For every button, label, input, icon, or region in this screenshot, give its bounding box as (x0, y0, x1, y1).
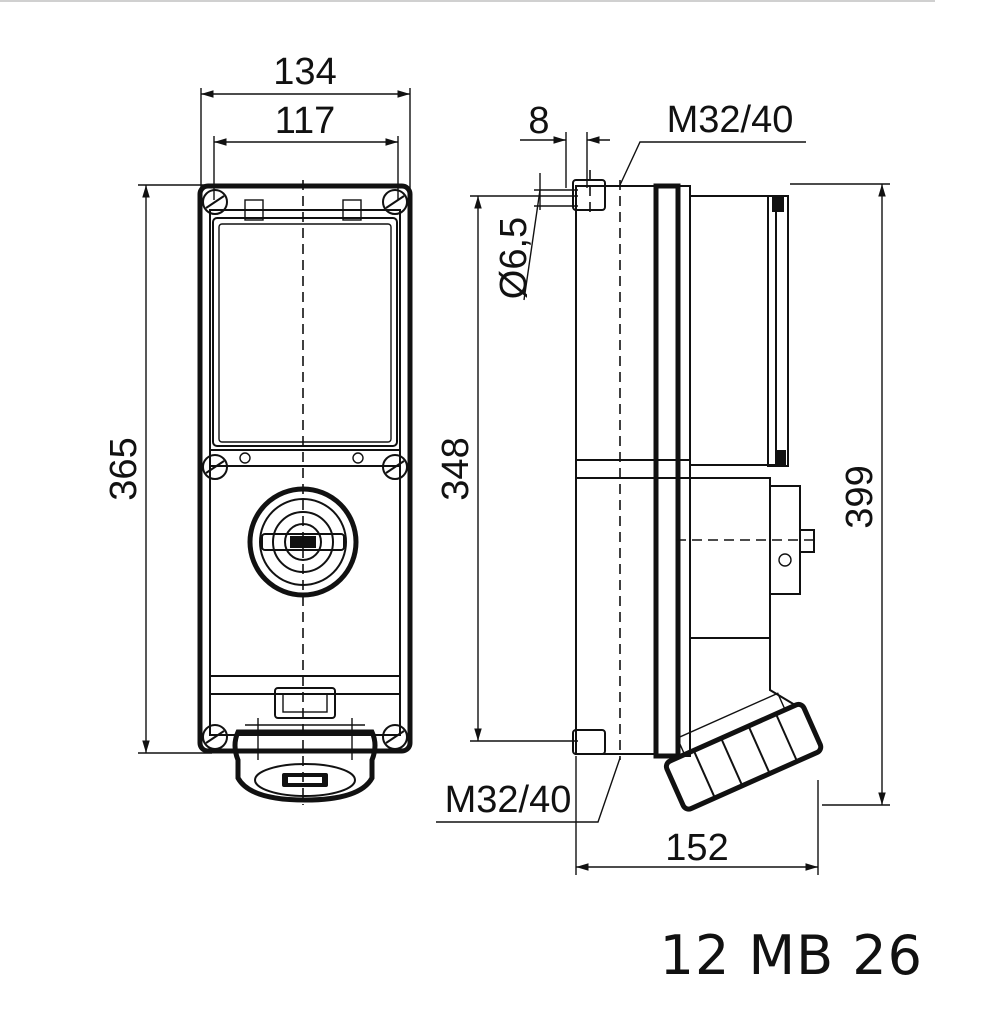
dim-width-outer: 134 (273, 51, 336, 93)
socket-icon (232, 687, 378, 803)
angled-socket-icon (663, 692, 824, 812)
top-rule (0, 0, 935, 2)
dim-width-inner: 117 (275, 100, 336, 142)
side-view: 348 8 M32/40 Ø6,5 399 (435, 99, 890, 875)
label-cable-entry-bottom: M32/40 (445, 779, 572, 821)
dim-offset: 8 (528, 100, 549, 142)
dim-height-inner: 348 (435, 437, 477, 500)
dim-hole-diameter: Ø6,5 (493, 217, 535, 299)
product-code: 12 MB 26 (659, 924, 923, 987)
front-view: 134 117 365 (103, 51, 413, 805)
label-cable-entry-top: M32/40 (667, 99, 794, 141)
dim-height-outer: 365 (103, 437, 145, 500)
screw-icon (202, 189, 408, 750)
dim-depth: 152 (665, 827, 728, 869)
dim-total-height: 399 (839, 465, 881, 528)
